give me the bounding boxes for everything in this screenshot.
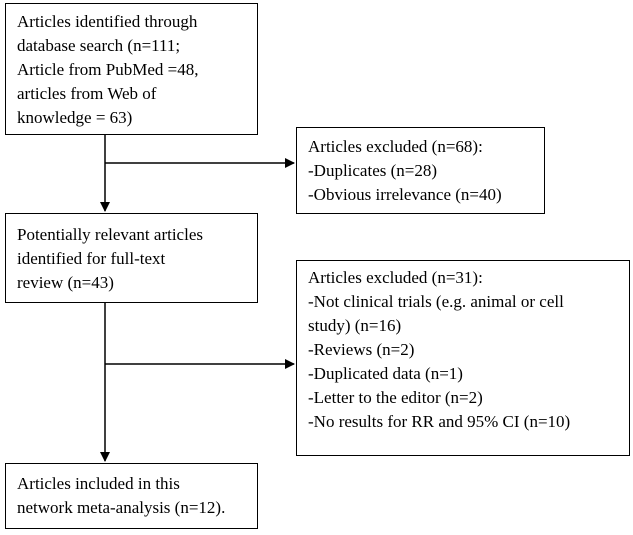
excluded-first-line: -Duplicates (n=28)	[308, 161, 438, 180]
excluded-second-line: -No results for RR and 95% CI (n=10)	[308, 412, 571, 431]
relevant-line: review (n=43)	[17, 273, 114, 292]
relevant-line: identified for full-text	[17, 249, 166, 268]
excluded-second-line: -Letter to the editor (n=2)	[308, 388, 483, 407]
excluded-second-line: -Duplicated data (n=1)	[308, 364, 463, 383]
included-line: Articles included in this	[17, 474, 180, 493]
excluded-second-line: Articles excluded (n=31):	[308, 268, 483, 287]
relevant-articles-box: Potentially relevant articles identified…	[5, 213, 258, 303]
excluded-second-line: -Not clinical trials (e.g. animal or cel…	[308, 292, 564, 311]
included-line: network meta-analysis (n=12).	[17, 498, 226, 517]
included-articles-box: Articles included in this network meta-a…	[5, 463, 258, 529]
excluded-articles-second-box: Articles excluded (n=31): -Not clinical …	[296, 260, 630, 456]
excluded-first-line: -Obvious irrelevance (n=40)	[308, 185, 502, 204]
excluded-first-line: Articles excluded (n=68):	[308, 137, 483, 156]
relevant-line: Potentially relevant articles	[17, 225, 203, 244]
identified-line: database search (n=111;	[17, 36, 181, 55]
identified-line: articles from Web of	[17, 84, 157, 103]
identified-line: Articles identified through	[17, 12, 198, 31]
excluded-second-line: study) (n=16)	[308, 316, 402, 335]
identified-line: Article from PubMed =48,	[17, 60, 199, 79]
identified-articles-box: Articles identified through database sea…	[5, 3, 258, 135]
excluded-articles-first-box: Articles excluded (n=68): -Duplicates (n…	[296, 127, 545, 214]
excluded-second-line: -Reviews (n=2)	[308, 340, 415, 359]
identified-line: knowledge = 63)	[17, 108, 133, 127]
